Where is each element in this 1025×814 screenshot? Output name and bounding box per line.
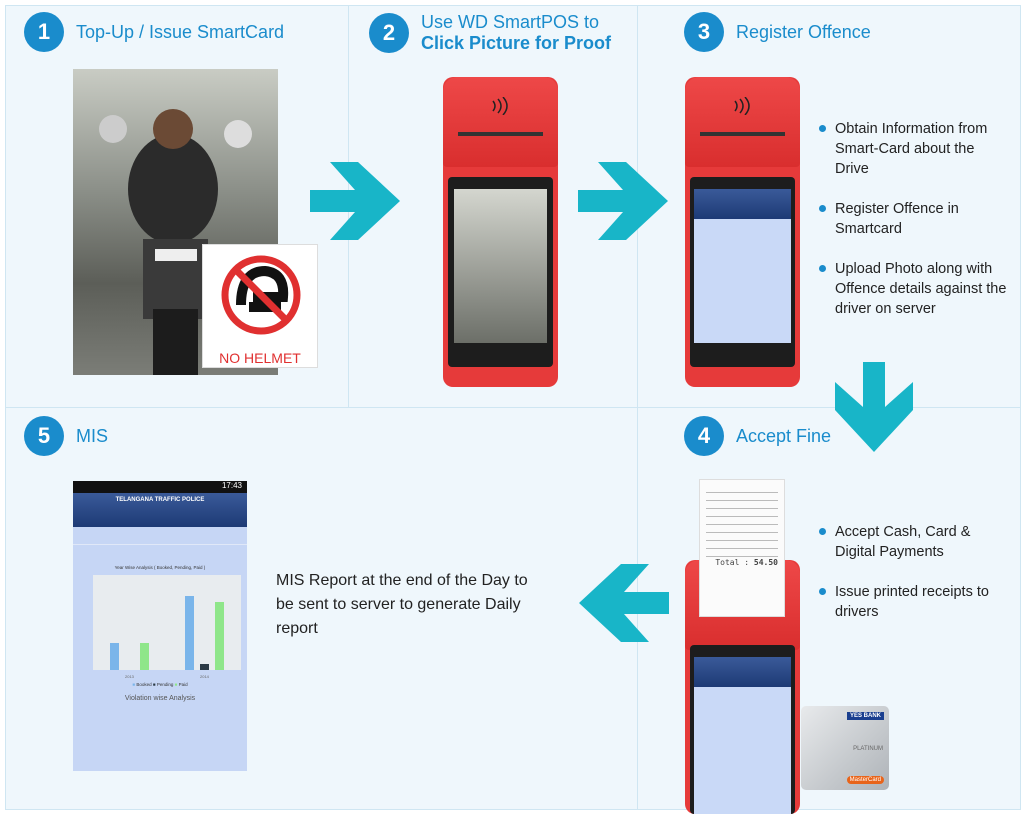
step-number: 5: [24, 416, 64, 456]
mis-description: MIS Report at the end of the Day to be s…: [276, 572, 528, 637]
smartpos-device: [685, 77, 800, 387]
year-label: 2013: [125, 674, 135, 679]
step-1-header: 1 Top-Up / Issue SmartCard: [24, 12, 284, 52]
bullet-item: Obtain Information from Smart-Card about…: [819, 119, 1009, 179]
mis-phone-screen: 17:43 TELANGANA TRAFFIC POLICE Year Wise…: [73, 481, 247, 771]
payment-card: YES BANK PLATINUM MasterCard: [801, 706, 889, 790]
step-title-line1: Use WD SmartPOS to: [421, 12, 600, 32]
no-helmet-label: NO HELMET: [219, 350, 301, 366]
mis-chart-title: Year Wise Analysis ( Booked, Pending, Pa…: [114, 565, 206, 570]
bullet-item: Issue printed receipts to drivers: [819, 582, 999, 622]
bar-paid-2014: [215, 602, 224, 670]
step-4-header: 4 Accept Fine: [684, 416, 831, 456]
mis-header-title: TELANGANA TRAFFIC POLICE: [115, 497, 205, 503]
step-5-header: 5 MIS: [24, 416, 108, 456]
legend-booked: Booked: [136, 682, 152, 687]
mis-header: TELANGANA TRAFFIC POLICE: [73, 493, 247, 527]
offence-app-screen: [694, 657, 791, 814]
legend-pending: Pending: [156, 682, 174, 687]
bar-booked-2013: [110, 643, 119, 670]
receipt-total-label: Total :: [715, 558, 750, 567]
arrow-right-icon: [578, 162, 668, 240]
arrow-right-icon: [310, 162, 400, 240]
card-brand: MasterCard: [846, 776, 884, 784]
bullet-item: Upload Photo along with Offence details …: [819, 259, 1009, 319]
offence-app-screen: [694, 189, 791, 343]
mis-bar-chart: 2013 2014: [93, 575, 241, 679]
motorcycle-illustration: [99, 109, 252, 375]
status-bar: 17:43: [73, 481, 247, 493]
step-number: 2: [369, 13, 409, 53]
no-helmet-sign: NO HELMET: [202, 244, 318, 368]
bar-paid-2013: [140, 643, 149, 670]
bullet-item: Register Offence in Smartcard: [819, 199, 1009, 239]
arrow-down-icon: [835, 362, 913, 452]
bar-booked-2014: [185, 596, 194, 670]
receipt-total: 54.50: [753, 558, 778, 567]
card-tier: PLATINUM: [853, 746, 883, 752]
smartpos-device: [443, 77, 558, 387]
step-title: Accept Fine: [736, 425, 832, 446]
contactless-icon: [492, 97, 508, 115]
arrow-left-icon: [579, 564, 669, 642]
step-4-bullets: Accept Cash, Card & Digital Payments Iss…: [819, 522, 999, 642]
bar-pending-2014: [200, 664, 209, 670]
step-number: 1: [24, 12, 64, 52]
contactless-icon: [734, 97, 750, 115]
no-helmet-icon: [221, 255, 301, 335]
step-number: 4: [684, 416, 724, 456]
step-title: Top-Up / Issue SmartCard: [76, 21, 285, 42]
proof-photo: [454, 189, 547, 343]
mis-section-title: Violation wise Analysis: [124, 695, 196, 702]
step-3-bullets: Obtain Information from Smart-Card about…: [819, 119, 1009, 339]
step-title: Register Offence: [736, 21, 871, 42]
mis-legend: ■ Booked ■ Pending ■ Paid: [132, 682, 188, 687]
step-title-line2: Click Picture for Proof: [421, 33, 612, 53]
year-label: 2014: [200, 674, 210, 679]
status-time: 17:43: [221, 481, 242, 490]
printed-receipt: Total : 54.50: [699, 479, 785, 617]
step-number: 3: [684, 12, 724, 52]
legend-paid: Paid: [178, 682, 188, 687]
step-3-header: 3 Register Offence: [684, 12, 871, 52]
card-bank: YES BANK: [846, 712, 884, 720]
bullet-item: Accept Cash, Card & Digital Payments: [819, 522, 999, 562]
step-title: MIS: [76, 425, 109, 446]
